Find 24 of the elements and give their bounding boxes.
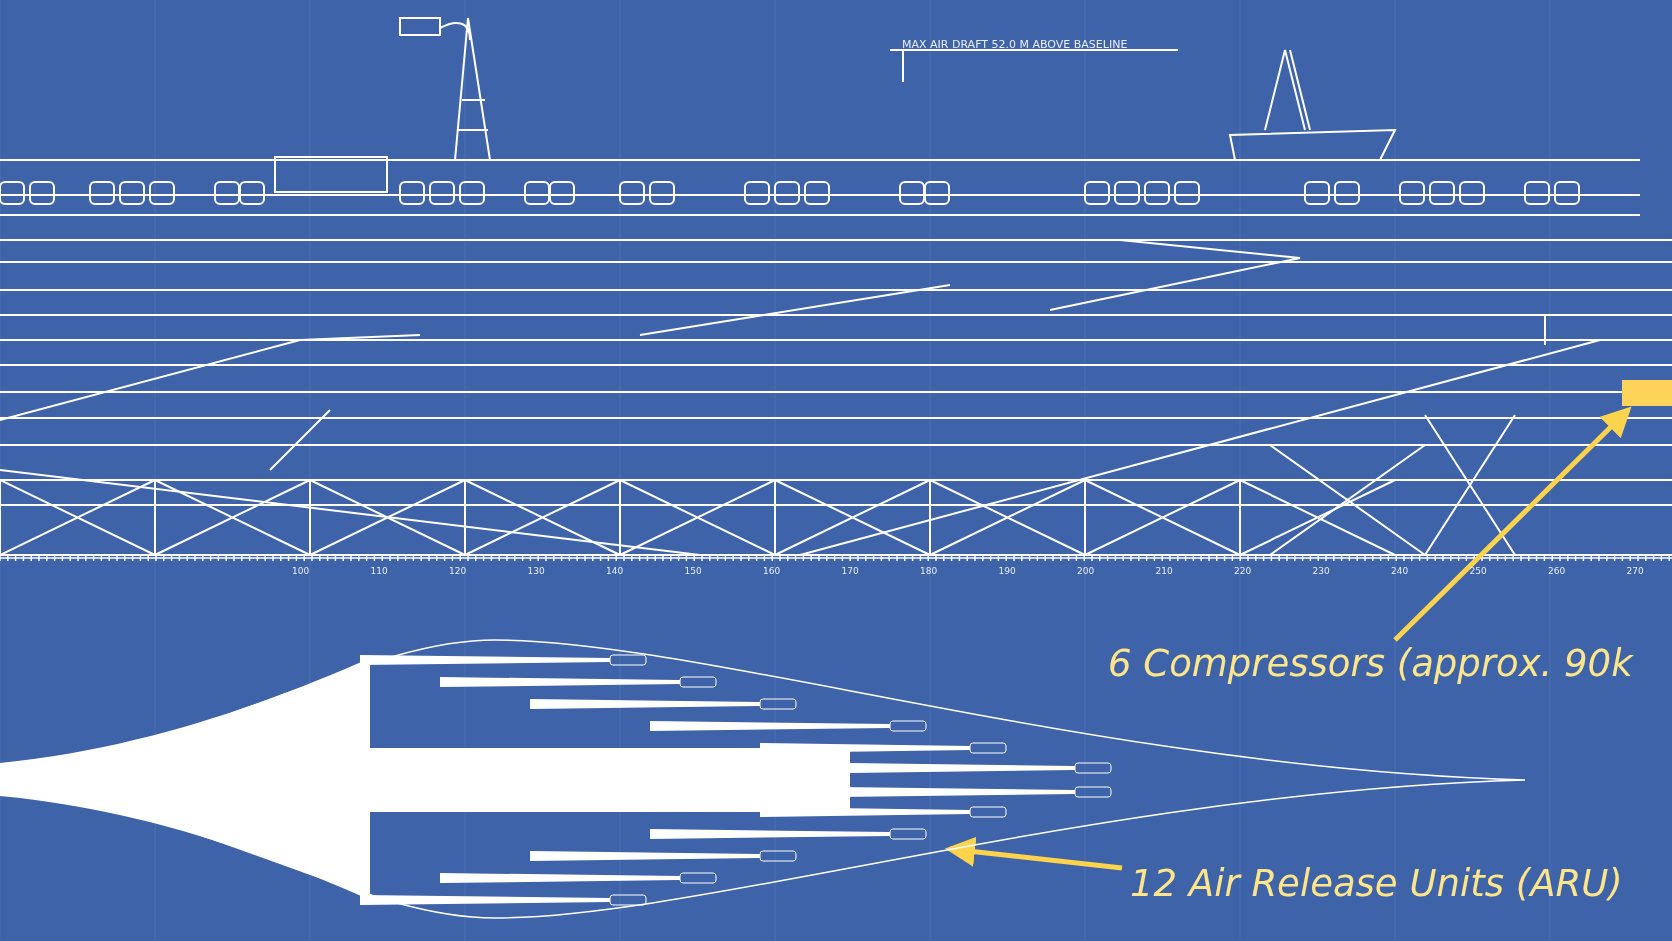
- frame-number: 150: [684, 566, 702, 576]
- callout-text: 12 Air Release Units (ARU): [1130, 862, 1623, 906]
- frame-number: 110: [370, 566, 388, 576]
- frame-number: 210: [1155, 566, 1173, 576]
- frame-number: 230: [1312, 566, 1330, 576]
- air-draft-note: MAX AIR DRAFT 52.0 M ABOVE BASELINE: [902, 38, 1128, 51]
- frame-number: 180: [920, 566, 938, 576]
- frame-number: 260: [1548, 566, 1566, 576]
- frame-number: 120: [449, 566, 467, 576]
- arrow: [1393, 406, 1632, 642]
- frame-number: 140: [606, 566, 624, 576]
- frame-number: 190: [998, 566, 1016, 576]
- compressor-block: [1622, 380, 1672, 406]
- frame-number: 130: [527, 566, 545, 576]
- frame-number: 270: [1626, 566, 1644, 576]
- frame-number: 250: [1469, 566, 1487, 576]
- callout-text: 6 Compressors (approx. 90k: [1108, 642, 1633, 686]
- frame-number: 200: [1077, 566, 1095, 576]
- arrow: [945, 836, 1123, 871]
- frame-number: 240: [1391, 566, 1409, 576]
- frame-number: 160: [763, 566, 781, 576]
- frame-number: 100: [292, 566, 310, 576]
- frame-number: 220: [1234, 566, 1252, 576]
- frame-number: 170: [841, 566, 859, 576]
